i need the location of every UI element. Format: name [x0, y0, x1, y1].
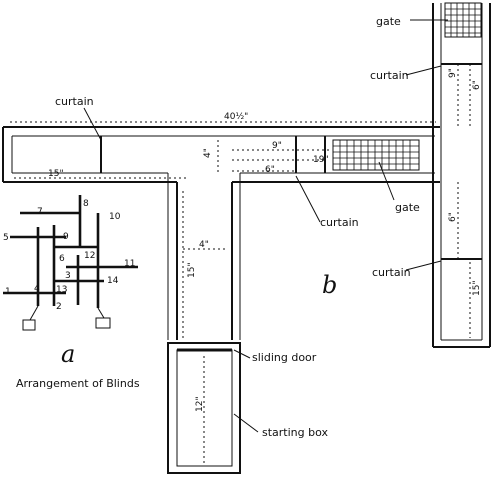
dim-lower-center: 6"	[265, 165, 275, 175]
curtain-right-label: curtain	[372, 266, 411, 279]
dim-right-top-a: 9"	[448, 68, 458, 78]
dim-stem-width: 4"	[199, 240, 209, 250]
starting-box	[167, 342, 241, 474]
gate-top-grid	[444, 2, 482, 38]
starting-box-label: starting box	[262, 426, 329, 439]
dimension-lines	[10, 64, 471, 466]
dim-left-arm: 15"	[48, 169, 64, 179]
panel-b-letter: b	[322, 271, 337, 299]
dim-box-length: 12"	[195, 396, 205, 412]
blind-number: 14	[107, 276, 119, 286]
gate-mid-label: gate	[395, 201, 420, 214]
sliding-door-label: sliding door	[252, 351, 317, 364]
right-corridor	[432, 3, 491, 348]
dim-total-length: 40½"	[224, 112, 248, 122]
dim-right-bottom: 15"	[472, 280, 482, 296]
gate-top-label: gate	[376, 15, 401, 28]
blinds-arrangement: 7 8 10 5 9 12 6 11 3 14 1 4 13 2	[3, 195, 138, 331]
blind-number: 12	[84, 251, 95, 261]
blind-number: 2	[56, 302, 62, 312]
gate-middle-grid	[332, 139, 420, 171]
curtain-mid-label: curtain	[320, 216, 359, 229]
blind-number: 10	[109, 212, 121, 222]
blind-number: 8	[83, 199, 89, 209]
blind-number: 1	[5, 287, 11, 297]
main-corridor	[2, 126, 440, 183]
panel-a-letter: a	[61, 340, 75, 368]
blind-number: 4	[34, 284, 40, 294]
curtain-top-label: curtain	[370, 69, 409, 82]
leader-lines	[83, 19, 448, 433]
blind-number: 13	[56, 285, 67, 295]
blind-number: 7	[37, 207, 43, 217]
blind-number: 3	[65, 271, 71, 281]
blind-number: 11	[124, 259, 135, 269]
blind-number: 5	[3, 233, 9, 243]
curtain-lines	[100, 63, 482, 260]
dim-mid-center: 19"	[313, 155, 329, 165]
blind-number: 9	[63, 232, 69, 242]
dim-right-mid: 6"	[448, 212, 458, 222]
curtain-left-label: curtain	[55, 95, 94, 108]
dim-top-center: 9"	[272, 141, 282, 151]
blind-number: 6	[59, 254, 65, 264]
dim-center-vertical: 4"	[203, 148, 213, 158]
stem-corridor	[167, 173, 241, 340]
dim-stem-length: 15"	[187, 262, 197, 278]
dim-right-top-b: 6"	[472, 80, 482, 90]
panel-a-caption: Arrangement of Blinds	[16, 377, 140, 390]
